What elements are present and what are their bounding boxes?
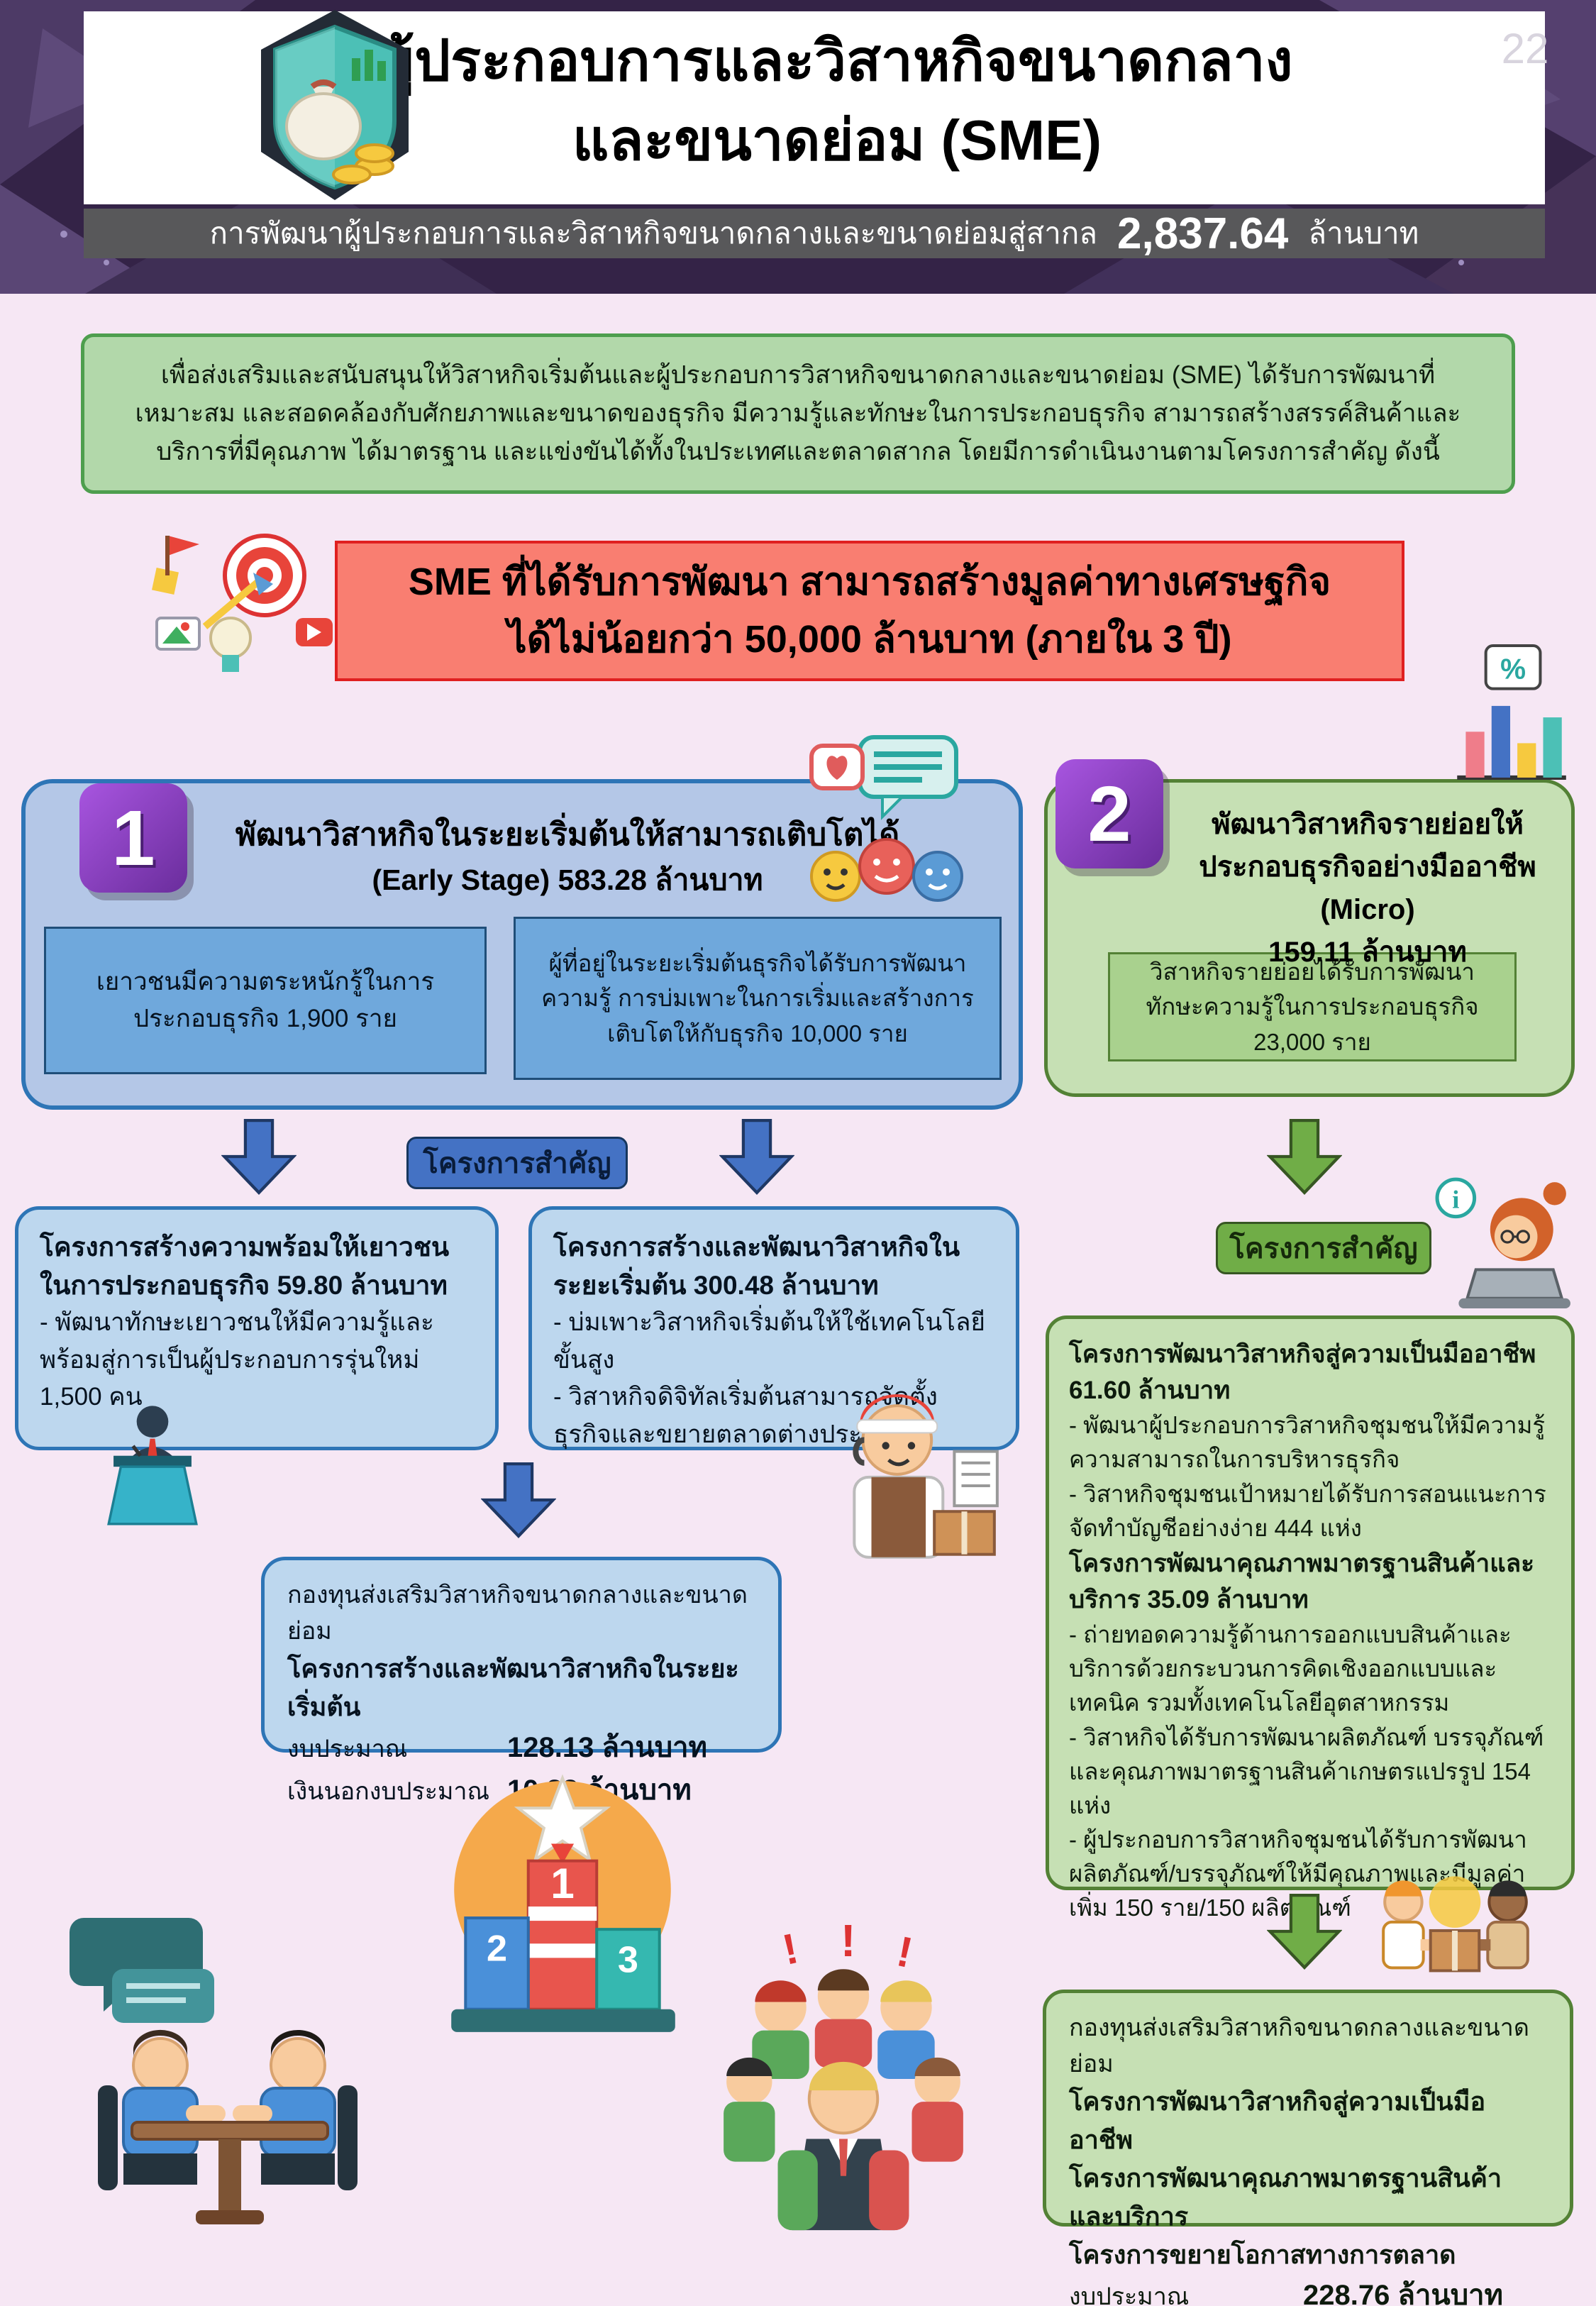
- intro-text: เพื่อส่งเสริมและสนับสนุนให้วิสาหกิจเริ่ม…: [135, 360, 1461, 466]
- project-youth-title: โครงการสร้างความพร้อมให้เยาวชนในการประกอ…: [40, 1232, 450, 1300]
- fund-left-org: กองทุนส่งเสริมวิสาหกิจขนาดกลางและขนาดย่อ…: [287, 1582, 748, 1645]
- down-arrow-blue-2: [719, 1119, 794, 1195]
- winners-podium-icon: 1 2 3: [434, 1770, 692, 2049]
- fund-left-program: โครงการสร้างและพัฒนาวิสาหกิจในระยะเริ่มต…: [287, 1654, 739, 1721]
- page-title-line2: และขนาดย่อม (SME): [572, 109, 1102, 172]
- section2-title: พัฒนาวิสาหกิจรายย่อยให้ประกอบธุรกิจอย่าง…: [1170, 803, 1565, 973]
- speaker-podium-icon: [79, 1399, 226, 1527]
- fund-right-program1: โครงการพัฒนาวิสาหกิจสู่ความเป็นมืออาชีพ: [1069, 2087, 1486, 2154]
- right-project2-title: โครงการพัฒนาคุณภาพมาตรฐานสินค้าและบริการ…: [1069, 1549, 1534, 1613]
- goal-banner: SME ที่ได้รับการพัฒนา สามารถสร้างมูลค่าท…: [335, 541, 1404, 681]
- section1-result-right: ผู้ที่อยู่ในระยะเริ่มต้นธุรกิจได้รับการพ…: [514, 917, 1002, 1080]
- budget-label: งบประมาณ: [1069, 2283, 1190, 2306]
- section2-number: 2: [1055, 759, 1163, 868]
- meeting-table-icon: [50, 1909, 409, 2235]
- right-project2-line3: - ผู้ประกอบการวิสาหกิจชุมชนได้รับการพัฒน…: [1069, 1826, 1527, 1921]
- right-project1-title: โครงการพัฒนาวิสาหกิจสู่ความเป็นมืออาชีพ …: [1069, 1340, 1536, 1405]
- key-projects-badge-right: โครงการสำคัญ: [1216, 1222, 1431, 1274]
- section2-result: วิสาหกิจรายย่อยได้รับการพัฒนาทักษะความรู…: [1108, 952, 1517, 1061]
- intro-box: เพื่อส่งเสริมและสนับสนุนให้วิสาหกิจเริ่ม…: [81, 333, 1515, 494]
- section2-title-text: พัฒนาวิสาหกิจรายย่อยให้ประกอบธุรกิจอย่าง…: [1199, 809, 1536, 925]
- fund-left-box: กองทุนส่งเสริมวิสาหกิจขนาดกลางและขนาดย่อ…: [261, 1557, 782, 1806]
- down-arrow-blue-1: [221, 1119, 297, 1195]
- target-idea-icon: [145, 526, 344, 684]
- woman-laptop-info-icon: i: [1433, 1175, 1573, 1308]
- fund-right-program3: โครงการขยายโอกาสทางการตลาด: [1069, 2240, 1456, 2269]
- page-title: ผู้ประกอบการและวิสาหกิจขนาดกลาง และขนาดย…: [170, 21, 1504, 180]
- delivery-person-icon: [823, 1374, 1010, 1606]
- subtitle-amount: 2,837.64: [1117, 209, 1289, 258]
- right-project2-line1: - ถ่ายทอดความรู้ด้านการออกแบบสินค้าและบร…: [1069, 1621, 1512, 1716]
- section1-result-left: เยาวชนมีความตระหนักรู้ในการประกอบธุรกิจ …: [44, 927, 487, 1074]
- fund-left-budget-row: งบประมาณ 128.13 ล้านบาท: [287, 1726, 755, 1769]
- budget-value: 228.76 ล้านบาท: [1303, 2280, 1503, 2306]
- right-project1-line1: - พัฒนาผู้ประกอบการวิสาหกิจชุมชนให้มีควา…: [1069, 1412, 1546, 1473]
- right-projects-detail-box: โครงการพัฒนาวิสาหกิจสู่ความเป็นมืออาชีพ …: [1046, 1315, 1575, 1921]
- budget-value: 128.13 ล้านบาท: [507, 1732, 707, 1763]
- svg-text:3: 3: [618, 1939, 638, 1980]
- fund-right-budget-row: งบประมาณ 228.76 ล้านบาท: [1069, 2274, 1547, 2306]
- project-youth-box: โครงการสร้างความพร้อมให้เยาวชนในการประกอ…: [15, 1206, 499, 1450]
- shield-money-icon: [250, 7, 420, 203]
- fund-right-box: กองทุนส่งเสริมวิสาหกิจขนาดกลางและขนาดย่อ…: [1043, 1990, 1573, 2306]
- svg-text:1: 1: [550, 1859, 575, 1907]
- page-number: 22: [1501, 25, 1549, 72]
- svg-text:i: i: [1452, 1186, 1459, 1214]
- bar-chart-percent-icon: %: [1448, 643, 1569, 783]
- project-startup-line2: - วิสาหกิจดิจิทัลเริ่มต้นสามารถจัดตั้งธุ…: [553, 1383, 938, 1448]
- page-title-line1: ผู้ประกอบการและวิสาหกิจขนาดกลาง: [381, 29, 1293, 92]
- right-project1-line2: - วิสาหกิจชุมชนเป้าหมายได้รับการสอนแนะกา…: [1069, 1480, 1546, 1541]
- project-startup-box: โครงการสร้างและพัฒนาวิสาหกิจในระยะเริ่มต…: [528, 1206, 1019, 1450]
- project-youth-line: - พัฒนาทักษะเยาวชนให้มีความรู้และพร้อมสู…: [40, 1308, 434, 1411]
- svg-text:2: 2: [487, 1928, 507, 1969]
- section1-number: 1: [79, 783, 187, 893]
- project-startup-title: โครงการสร้างและพัฒนาวิสาหกิจในระยะเริ่มต…: [553, 1232, 960, 1300]
- budget-label: งบประมาณ: [287, 1736, 408, 1762]
- section1-title: พัฒนาวิสาหกิจในระยะเริ่มต้นให้สามารถเติบ…: [213, 812, 922, 903]
- fund-right-program2: โครงการพัฒนาคุณภาพมาตรฐานสินค้าและบริการ: [1069, 2163, 1502, 2231]
- project-startup-line1: - บ่มเพาะวิสาหกิจเริ่มต้นให้ใช้เทคโนโลยี…: [553, 1308, 986, 1374]
- svg-text:!: !: [778, 1924, 802, 1974]
- section1-title-text: พัฒนาวิสาหกิจในระยะเริ่มต้นให้สามารถเติบ…: [235, 817, 900, 852]
- goal-line2: ได้ไม่น้อยกว่า 50,000 ล้านบาท (ภายใน 3 ป…: [507, 618, 1232, 661]
- offbudget-label: เงินนอกงบประมาณ: [287, 1778, 490, 1805]
- down-arrow-blue-3: [481, 1462, 556, 1538]
- crowd-exclaim-icon: ! ! !: [706, 1924, 980, 2234]
- key-projects-badge-left: โครงการสำคัญ: [406, 1137, 628, 1189]
- goal-line1: SME ที่ได้รับการพัฒนา สามารถสร้างมูลค่าท…: [408, 561, 1331, 603]
- fund-right-org: กองทุนส่งเสริมวิสาหกิจขนาดกลางและขนาดย่อ…: [1069, 2014, 1529, 2078]
- subtitle-bar: การพัฒนาผู้ประกอบการและวิสาหกิจขนาดกลางแ…: [84, 209, 1545, 258]
- subtitle-unit: ล้านบาท: [1308, 216, 1419, 250]
- right-project2-line2: - วิสาหกิจได้รับการพัฒนาผลิตภัณฑ์ บรรจุภ…: [1069, 1723, 1544, 1819]
- handshake-parcel-icon: [1366, 1865, 1545, 2002]
- people-chat-icon: [809, 731, 965, 914]
- section1-subtitle: (Early Stage) 583.28 ล้านบาท: [372, 864, 763, 896]
- down-arrow-green-1: [1267, 1119, 1342, 1195]
- down-arrow-green-2: [1267, 1894, 1342, 1970]
- svg-text:!: !: [841, 1924, 855, 1966]
- svg-text:!: !: [893, 1926, 917, 1977]
- subtitle-text: การพัฒนาผู้ประกอบการและวิสาหกิจขนาดกลางแ…: [209, 216, 1098, 250]
- section2-amount: 159.11 ล้านบาท: [1268, 937, 1467, 968]
- svg-text:%: %: [1500, 653, 1526, 685]
